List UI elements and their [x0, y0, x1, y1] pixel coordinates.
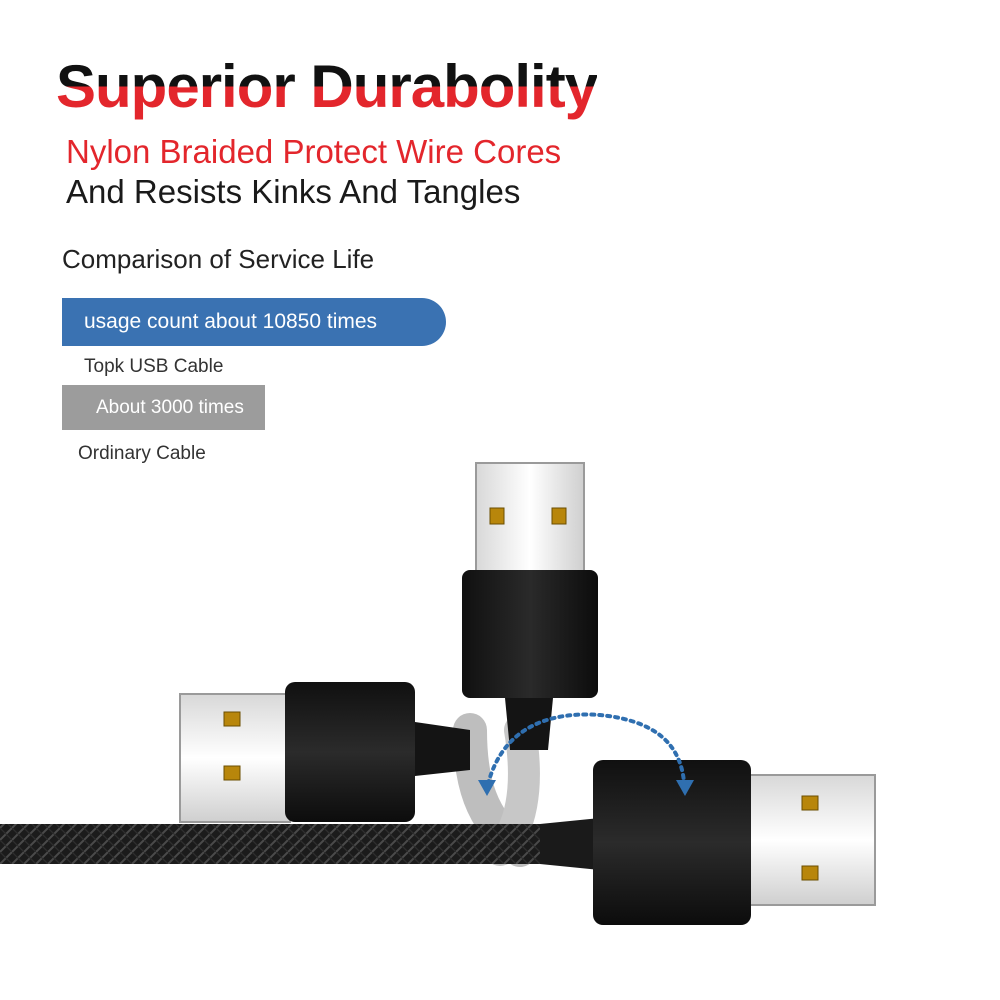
ordinary-cable-label: Ordinary Cable — [78, 443, 206, 464]
bend-arrow-icon — [478, 712, 694, 796]
headline: Superior Durabolity — [56, 53, 598, 120]
braided-cable-strain-relief — [540, 818, 600, 870]
braided-cable-icon — [0, 824, 560, 864]
subline-black: And Resists Kinks And Tangles — [66, 173, 521, 210]
comparison-title: Comparison of Service Life — [62, 244, 375, 274]
ordinary-service-life-bar: About 3000 times — [62, 385, 265, 430]
usb-a-plug-icon-top — [462, 462, 598, 750]
usb-a-plug-icon-right — [593, 760, 876, 925]
usb-a-plug-icon-left — [179, 682, 470, 823]
topk-service-life-bar: usage count about 10850 times — [62, 298, 446, 346]
topk-cable-label: Topk USB Cable — [84, 356, 224, 377]
subline-red: Nylon Braided Protect Wire Cores — [66, 133, 562, 170]
